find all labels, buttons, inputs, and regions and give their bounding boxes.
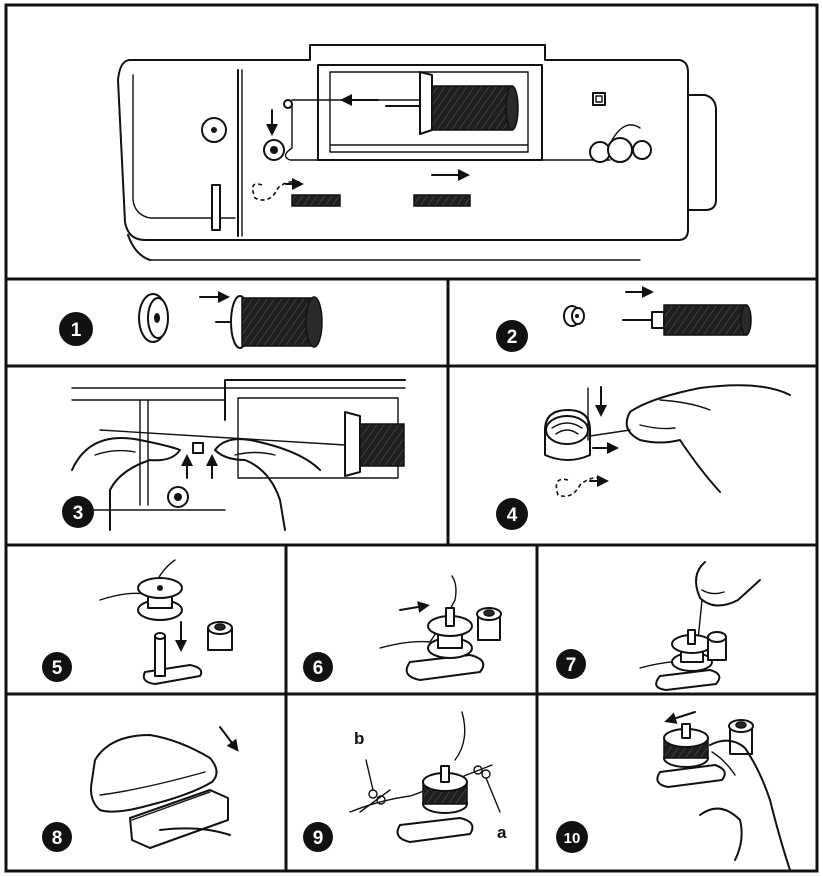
spool-cap-large <box>138 293 169 343</box>
step-10-badge <box>556 821 588 853</box>
step-7-number: 7 <box>566 655 577 676</box>
step-6-number: 6 <box>313 658 324 679</box>
step-3-number: 3 <box>73 503 84 524</box>
machine-top-view <box>117 44 717 261</box>
step-6-badge <box>303 652 333 682</box>
step-9-badge <box>303 822 333 852</box>
step-10-number: 10 <box>564 830 581 847</box>
thread-spool-horizontal <box>622 304 752 336</box>
step-10-panel: 10 <box>556 711 791 871</box>
step-8-number: 8 <box>52 828 63 849</box>
label-b: b <box>354 729 364 748</box>
step-3-panel: 3 <box>62 379 406 531</box>
bobbin-winder-spindle <box>142 632 203 685</box>
step-8-panel: 8 <box>42 726 239 852</box>
step-4-panel: 4 <box>496 384 791 530</box>
foot-pedal <box>129 789 231 849</box>
bobbin-winder-stopper <box>207 621 233 651</box>
step-7-badge <box>556 649 586 679</box>
step-1-panel: 1 <box>59 291 323 349</box>
step-2-panel: 2 <box>496 286 752 352</box>
panel-grid <box>4 3 819 873</box>
step-6-panel: 6 <box>303 575 502 682</box>
step-5-panel: 5 <box>42 559 233 685</box>
step-5-number: 5 <box>52 658 63 679</box>
step-1-number: 1 <box>71 320 82 341</box>
step-5-badge <box>42 652 72 682</box>
bobbin <box>99 559 183 621</box>
step-4-badge <box>496 498 528 530</box>
spool-cap-small <box>563 305 585 327</box>
step-2-number: 2 <box>507 327 518 348</box>
scissors-a <box>463 764 501 813</box>
step-1-badge <box>59 312 93 346</box>
step-9-panel: b a 9 <box>303 711 507 852</box>
scissors-b <box>359 759 391 813</box>
step-3-badge <box>62 496 94 528</box>
tension-dial-closeup <box>544 387 591 461</box>
step-8-badge <box>42 822 72 852</box>
step-7-panel: 7 <box>556 561 761 691</box>
thread-spool <box>215 295 323 349</box>
step-2-badge <box>496 320 528 352</box>
step-9-number: 9 <box>313 828 324 849</box>
shoe <box>90 734 218 813</box>
label-a: a <box>497 823 507 842</box>
step-4-number: 4 <box>507 505 518 526</box>
